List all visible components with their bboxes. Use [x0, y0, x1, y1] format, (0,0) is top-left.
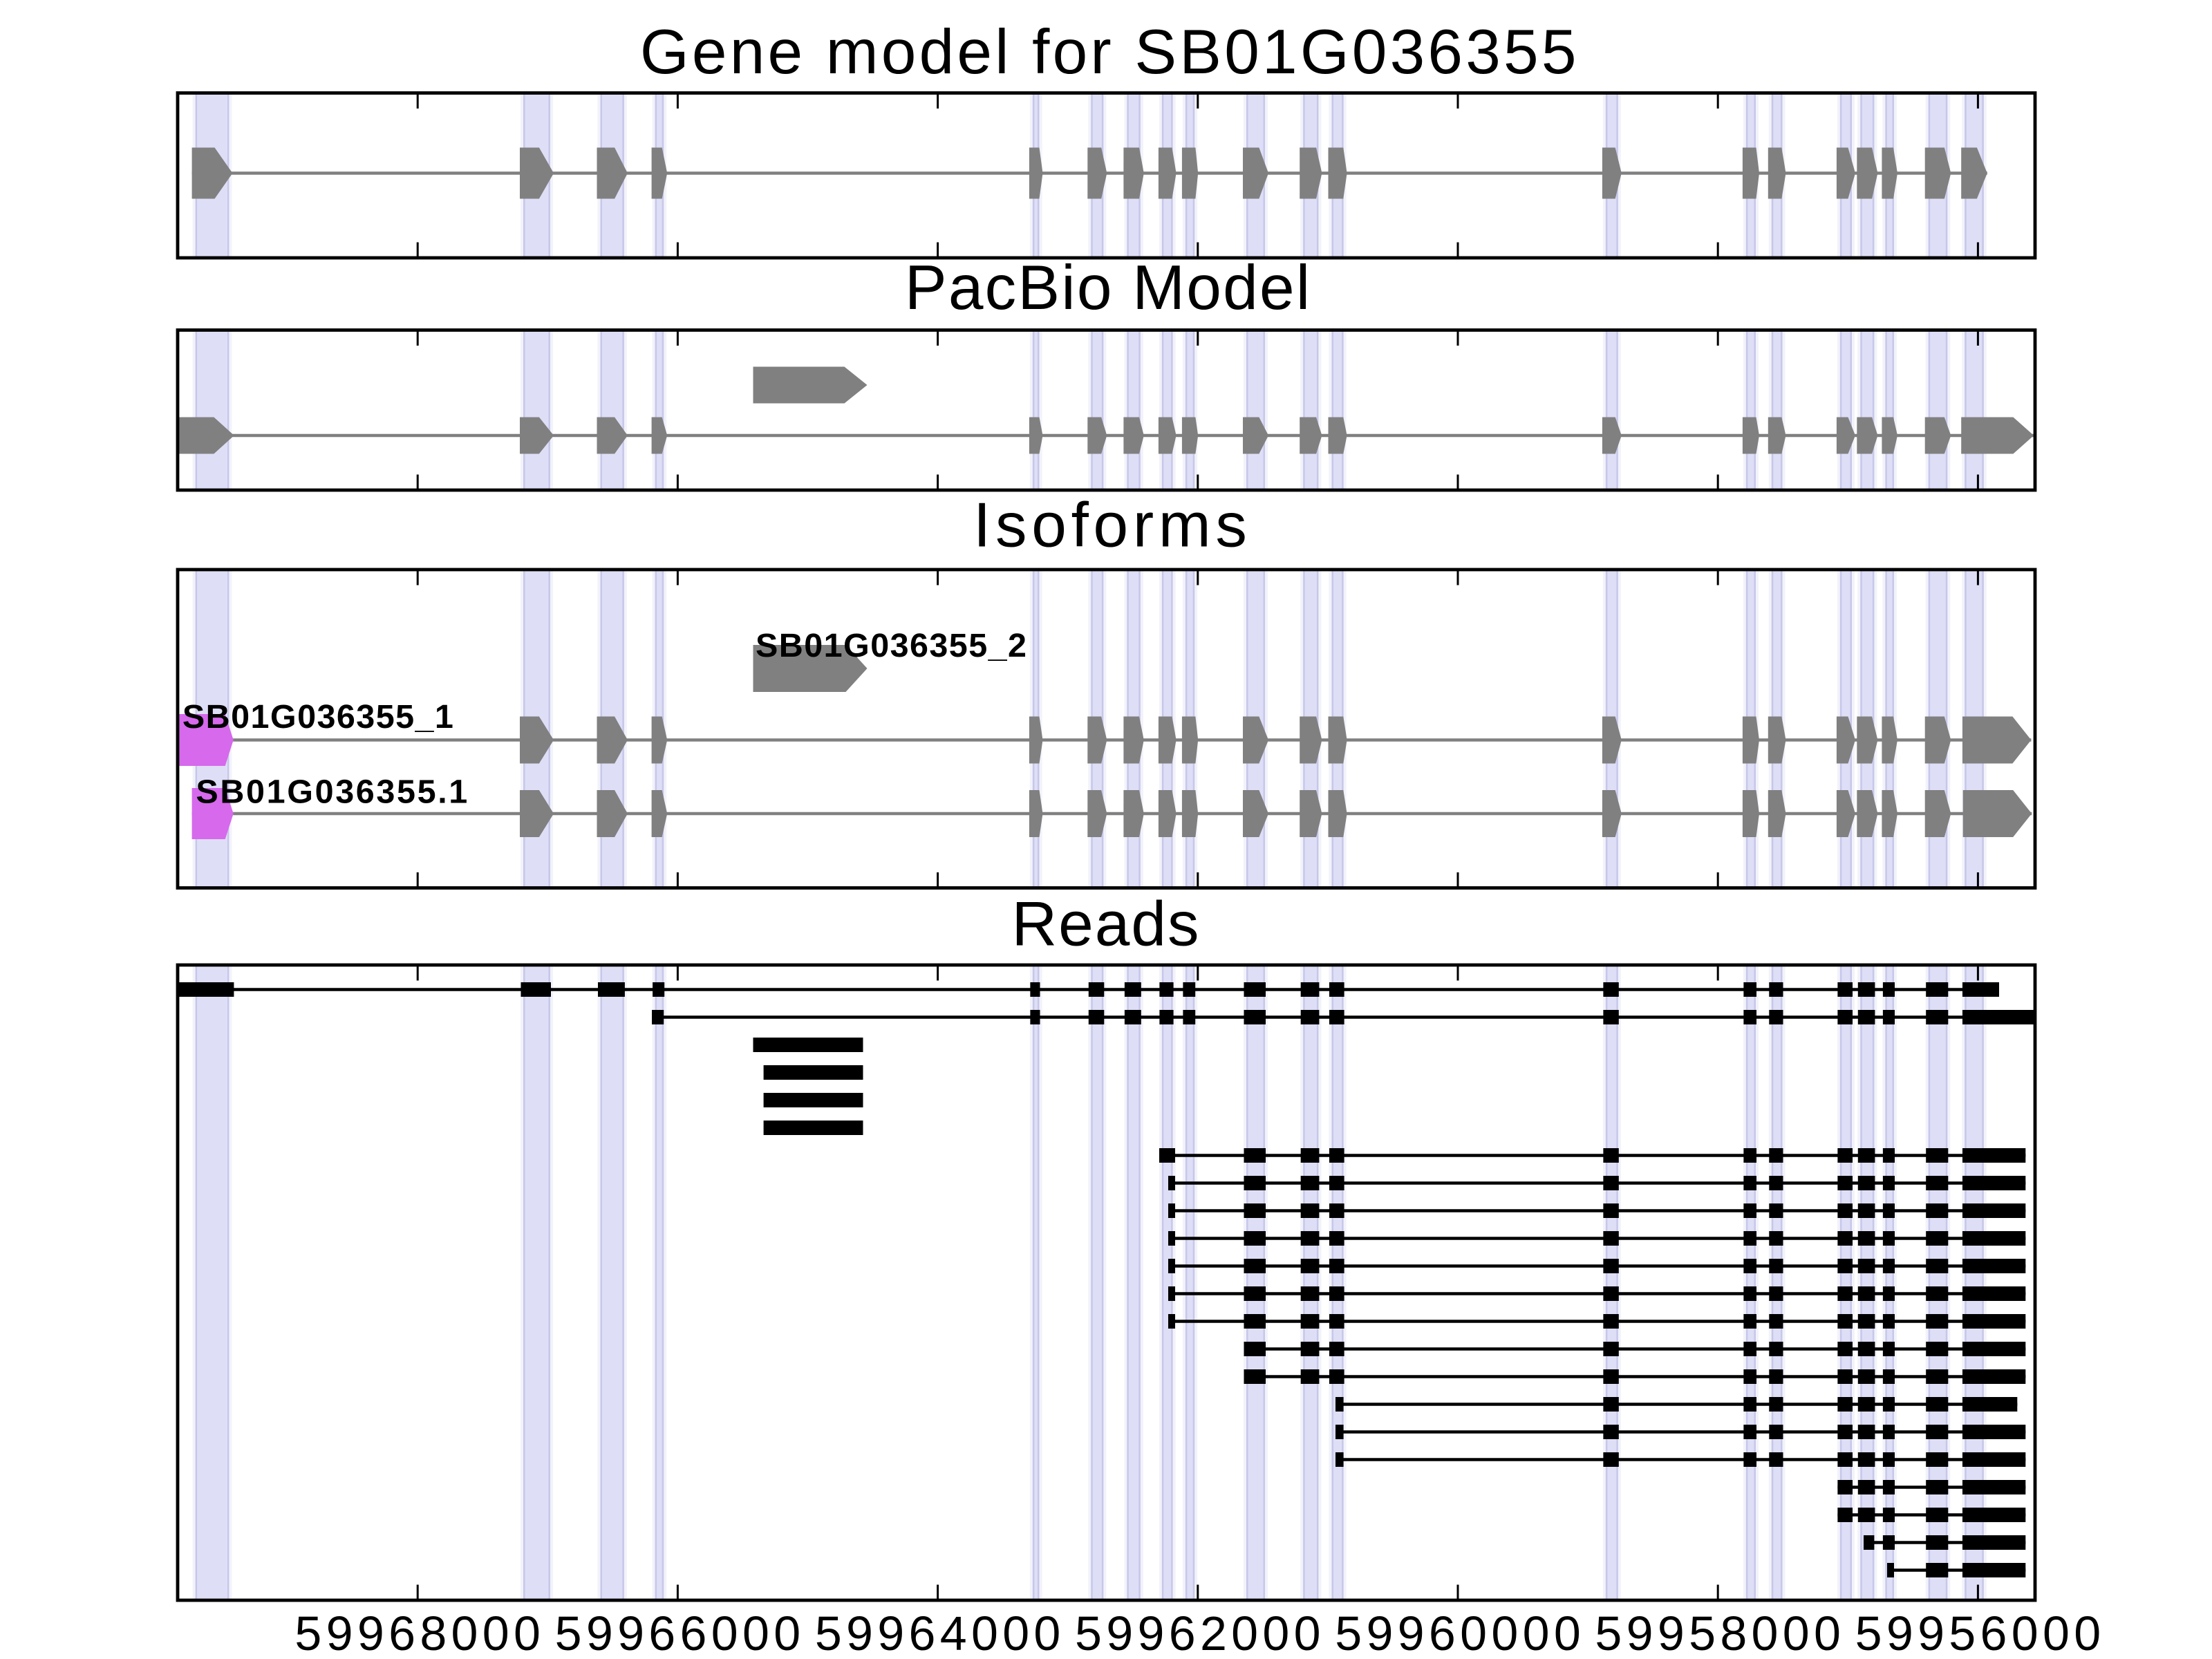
svg-text:59964000: 59964000	[815, 1606, 1065, 1659]
svg-text:59968000: 59968000	[294, 1606, 545, 1659]
svg-text:59962000: 59962000	[1075, 1606, 1325, 1659]
svg-text:59958000: 59958000	[1595, 1606, 1845, 1659]
svg-text:Isoforms: Isoforms	[973, 491, 1252, 561]
svg-text:59956000: 59956000	[1855, 1606, 2106, 1659]
svg-text:Reads: Reads	[1011, 890, 1200, 959]
svg-text:PacBio Model: PacBio Model	[905, 253, 1311, 323]
svg-text:59966000: 59966000	[555, 1606, 805, 1659]
svg-text:59960000: 59960000	[1335, 1606, 1585, 1659]
svg-text:SB01G036355.1: SB01G036355.1	[196, 774, 469, 811]
svg-text:SB01G036355_1: SB01G036355_1	[182, 698, 454, 735]
svg-text:Gene model for SB01G036355: Gene model for SB01G036355	[640, 17, 1580, 87]
svg-text:SB01G036355_2: SB01G036355_2	[756, 627, 1027, 664]
